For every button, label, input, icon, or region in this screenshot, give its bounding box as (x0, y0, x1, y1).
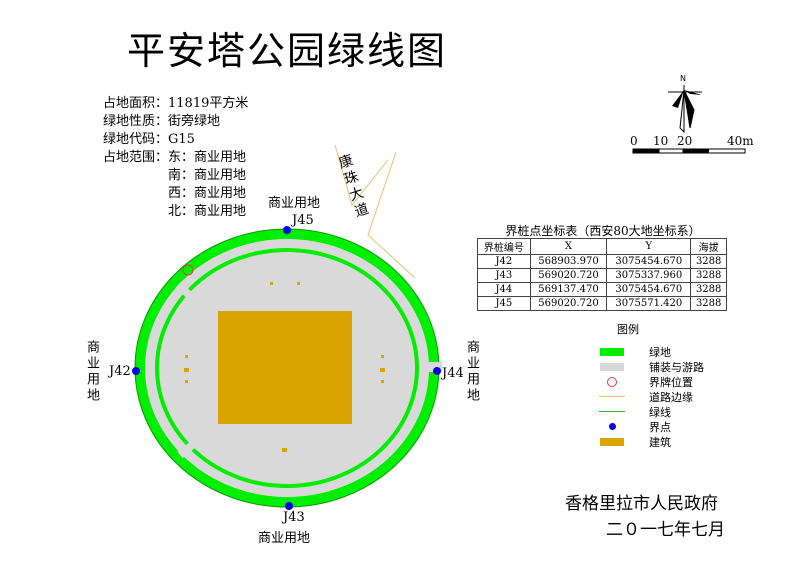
south-land-use: 商业用地 (258, 531, 311, 546)
sign-swatch-icon (607, 376, 617, 387)
point-j43 (285, 502, 293, 510)
label-j42: J42 (109, 364, 131, 379)
road-edge (334, 144, 389, 207)
inner-green-ring (155, 248, 419, 488)
legend-label: 道路边缘 (649, 390, 693, 404)
header-elevation: 海拔 (690, 238, 727, 255)
header-x: X (529, 238, 608, 255)
point-swatch-icon (608, 423, 616, 430)
table-title: 界桩点坐标表（西安80大地坐标系） (505, 224, 701, 238)
info-range-north: 北：商业用地 (168, 204, 247, 219)
legend-item-green: 绿地 (592, 344, 704, 359)
cell: 3288 (690, 296, 727, 311)
site-info: 占地面积：11819平方米 绿地性质：街旁绿地 绿地代码：G15 占地范围：东：… (103, 95, 248, 221)
cell: 3075571.420 (606, 296, 692, 311)
legend-label: 界牌位置 (649, 375, 693, 389)
cell: 569020.720 (529, 296, 608, 311)
legend-label: 绿线 (649, 405, 671, 419)
legend-item-sign: 界牌位置 (592, 374, 704, 389)
cell: J45 (477, 296, 531, 311)
nw-entrance (175, 282, 198, 303)
road-edge (367, 151, 416, 279)
legend-label: 界点 (649, 420, 671, 434)
info-type: 绿地性质：街旁绿地 (103, 114, 221, 129)
cell: 3288 (690, 254, 727, 269)
east-entrance (420, 362, 442, 372)
cell: J43 (477, 268, 531, 283)
west-land-use: 商业用地 (84, 340, 99, 404)
paving-swatch-icon (600, 362, 624, 371)
table-header-row: 界桩编号 X Y 海拔 (477, 238, 727, 255)
sign-location-icon (182, 264, 194, 276)
cell: 569020.720 (529, 268, 608, 283)
cell: 3075454.670 (606, 282, 692, 297)
point-j42 (132, 367, 140, 375)
legend-item-paving: 铺装与游路 (592, 359, 704, 374)
cell: J42 (477, 254, 531, 269)
east-land-use: 商业用地 (464, 340, 479, 404)
cell: 569137.470 (529, 282, 608, 297)
building (218, 311, 352, 424)
label-j43: J43 (283, 510, 305, 525)
info-range-west: 西：商业用地 (168, 186, 247, 201)
footer-date: 二０一七年七月 (606, 520, 725, 540)
green-line-swatch-icon (599, 411, 625, 412)
info-range-south: 南：商业用地 (168, 168, 247, 183)
info-range-east: 占地范围：东：商业用地 (103, 150, 247, 165)
cell: 3075337.960 (606, 268, 692, 283)
legend-item-road-edge: 道路边缘 (592, 389, 704, 404)
point-j45 (283, 226, 291, 234)
cell: 568903.970 (529, 254, 608, 269)
legend: 绿地 铺装与游路 界牌位置 道路边缘 绿线 界点 建筑 (592, 344, 704, 449)
scale-tick: 0 (630, 134, 638, 148)
sw-entrance (177, 438, 199, 459)
cell: 3288 (690, 282, 727, 297)
legend-item-building: 建筑 (592, 434, 704, 449)
green-swatch-icon (600, 347, 624, 356)
north-land-use: 商业用地 (268, 196, 321, 211)
footer-org: 香格里拉市人民政府 (565, 494, 718, 514)
header-id: 界桩编号 (477, 238, 531, 255)
north-label: N (680, 74, 686, 83)
scale-tick: 40m (727, 134, 754, 148)
legend-label: 建筑 (649, 435, 671, 449)
scale-bar (632, 148, 746, 154)
legend-label: 铺装与游路 (649, 360, 704, 374)
map-title: 平安塔公园绿线图 (126, 29, 447, 73)
legend-item-green-line: 绿线 (592, 404, 704, 419)
north-arrow-icon (668, 85, 702, 134)
info-code: 绿地代码：G15 (103, 132, 195, 147)
legend-label: 绿地 (649, 345, 671, 359)
point-j44 (433, 367, 441, 375)
cell: 3288 (690, 268, 727, 283)
label-j45: J45 (292, 213, 314, 228)
info-area: 占地面积：11819平方米 (103, 96, 249, 111)
scale-tick: 10 (653, 134, 669, 148)
building-swatch-icon (600, 437, 624, 446)
header-y: Y (606, 238, 692, 255)
legend-item-point: 界点 (592, 419, 704, 434)
scale-tick: 20 (677, 134, 693, 148)
label-j44: J44 (442, 366, 464, 381)
cell: 3075454.670 (606, 254, 692, 269)
cell: J44 (477, 282, 531, 297)
road-edge-swatch-icon (599, 396, 625, 397)
legend-title: 图例 (617, 323, 639, 336)
